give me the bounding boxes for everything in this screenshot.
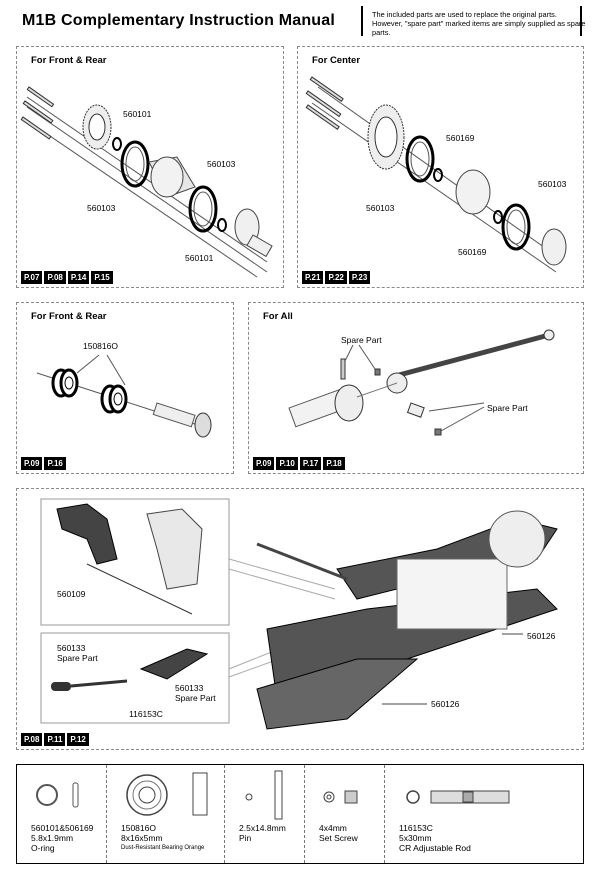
center-diff-illustration <box>305 76 567 273</box>
legend-name: Pin <box>239 833 252 843</box>
part-label: 560101 <box>123 109 152 119</box>
legend-caption: 2.5x14.8mm Pin <box>239 823 286 843</box>
legend-size: 5x30mm <box>399 833 432 843</box>
part-label: 560133 <box>57 643 86 653</box>
driveshaft-illustration <box>288 329 555 436</box>
page-refs: P.07 P.08 P.14 P.15 <box>21 271 113 284</box>
bearing-icon <box>126 772 208 816</box>
legend-size: 4x4mm <box>319 823 347 833</box>
page-ref: P.12 <box>67 733 89 746</box>
spare-part-label: Spare Part <box>175 693 216 703</box>
page-ref: P.14 <box>67 271 90 284</box>
legend-size: 5.8x1.9mm <box>31 833 74 843</box>
parts-legend: 560101&506169 5.8x1.9mm O-ring 150816O 8… <box>16 764 584 864</box>
part-label: 116153C <box>129 709 163 719</box>
diff-exploded-illustration <box>20 86 273 278</box>
panel-front-rear-diff: For Front & Rear 560101 560103 <box>16 46 284 288</box>
page-ref: P.07 <box>21 271 43 284</box>
part-label: 560169 <box>446 133 475 143</box>
part-label: 560126 <box>527 631 556 641</box>
suspension-illustration <box>40 498 558 730</box>
legend-code: 150816O <box>121 823 156 833</box>
legend-name: Dust-Resistant Bearing Orange <box>121 845 205 851</box>
legend-code: 116153C <box>399 823 433 833</box>
legend-caption: 4x4mm Set Screw <box>319 823 358 843</box>
legend-cell-set-screw: 4x4mm Set Screw <box>305 765 385 863</box>
legend-caption: 150816O 8x16x5mm Dust-Resistant Bearing … <box>121 823 204 853</box>
panel-title: For Front & Rear <box>31 311 107 322</box>
header: M1B Complementary Instruction Manual The… <box>0 0 600 44</box>
spare-part-label: Spare Part <box>57 653 98 663</box>
legend-size: 2.5x14.8mm <box>239 823 286 833</box>
part-label: 560133 <box>175 683 204 693</box>
page-refs: P.09 P.16 <box>21 457 66 470</box>
page-ref: P.08 <box>21 733 43 746</box>
legend-name: O-ring <box>31 843 55 853</box>
page-ref: P.11 <box>44 733 66 746</box>
header-divider-right <box>580 6 582 36</box>
page-ref: P.09 <box>253 457 275 470</box>
page-ref: P.09 <box>21 457 43 470</box>
page-ref: P.16 <box>44 457 66 470</box>
part-label: 560109 <box>57 589 86 599</box>
oring-icon <box>36 782 79 808</box>
page-ref: P.21 <box>302 271 324 284</box>
page-ref: P.17 <box>299 457 322 470</box>
page-ref: P.08 <box>44 271 66 284</box>
panel-title: For Center <box>312 55 361 66</box>
set-screw-icon <box>323 790 358 804</box>
legend-code: 560101&506169 <box>31 823 94 833</box>
part-label: 560103 <box>207 159 236 169</box>
part-label: 560126 <box>431 699 460 709</box>
header-note: The included parts are used to replace t… <box>372 10 586 37</box>
legend-name: Set Screw <box>319 833 358 843</box>
part-label: 560103 <box>538 179 567 189</box>
spare-part-label: Spare Part <box>487 403 528 413</box>
pin-icon <box>245 770 283 820</box>
panel-center-diff: For Center 560169 560103 560103 560169 P… <box>297 46 584 288</box>
adjustable-rod-icon <box>406 790 510 804</box>
legend-cell-adjustable-rod: 116153C 5x30mm CR Adjustable Rod <box>385 765 583 863</box>
legend-cell-oring: 560101&506169 5.8x1.9mm O-ring <box>17 765 107 863</box>
panel-title: For All <box>263 311 293 322</box>
page-refs: P.09 P.10 P.17 P.18 <box>253 457 345 470</box>
part-label: 560103 <box>87 203 116 213</box>
part-label: 560169 <box>458 247 487 257</box>
page-ref: P.23 <box>348 271 371 284</box>
panel-suspension: 560109 560133 Spare Part 560133 Spare Pa… <box>16 488 584 750</box>
legend-caption: 116153C 5x30mm CR Adjustable Rod <box>399 823 471 853</box>
page-ref: P.10 <box>276 457 298 470</box>
part-label: 150816O <box>83 341 118 351</box>
page-ref: P.15 <box>91 271 113 284</box>
spare-part-label: Spare Part <box>341 335 382 345</box>
legend-cell-pin: 2.5x14.8mm Pin <box>225 765 305 863</box>
panel-title: For Front & Rear <box>31 55 107 66</box>
legend-size: 8x16x5mm <box>121 833 163 843</box>
bearing-illustration <box>36 354 212 438</box>
page-ref: P.18 <box>323 457 345 470</box>
legend-caption: 560101&506169 5.8x1.9mm O-ring <box>31 823 93 853</box>
page-refs: P.21 P.22 P.23 <box>302 271 371 284</box>
part-label: 560103 <box>366 203 395 213</box>
manual-title: M1B Complementary Instruction Manual <box>22 12 336 29</box>
legend-name: CR Adjustable Rod <box>399 843 471 853</box>
page-refs: P.08 P.11 P.12 <box>21 733 89 746</box>
page-ref: P.22 <box>325 271 347 284</box>
legend-cell-bearing: 150816O 8x16x5mm Dust-Resistant Bearing … <box>107 765 225 863</box>
header-divider-left <box>361 6 363 36</box>
part-label: 560101 <box>185 253 214 263</box>
panel-all-driveshaft: For All Spare Part Spare Part P.09 P.10 … <box>248 302 584 474</box>
panel-front-rear-bearing: For Front & Rear 150816O P.09 P.16 <box>16 302 234 474</box>
